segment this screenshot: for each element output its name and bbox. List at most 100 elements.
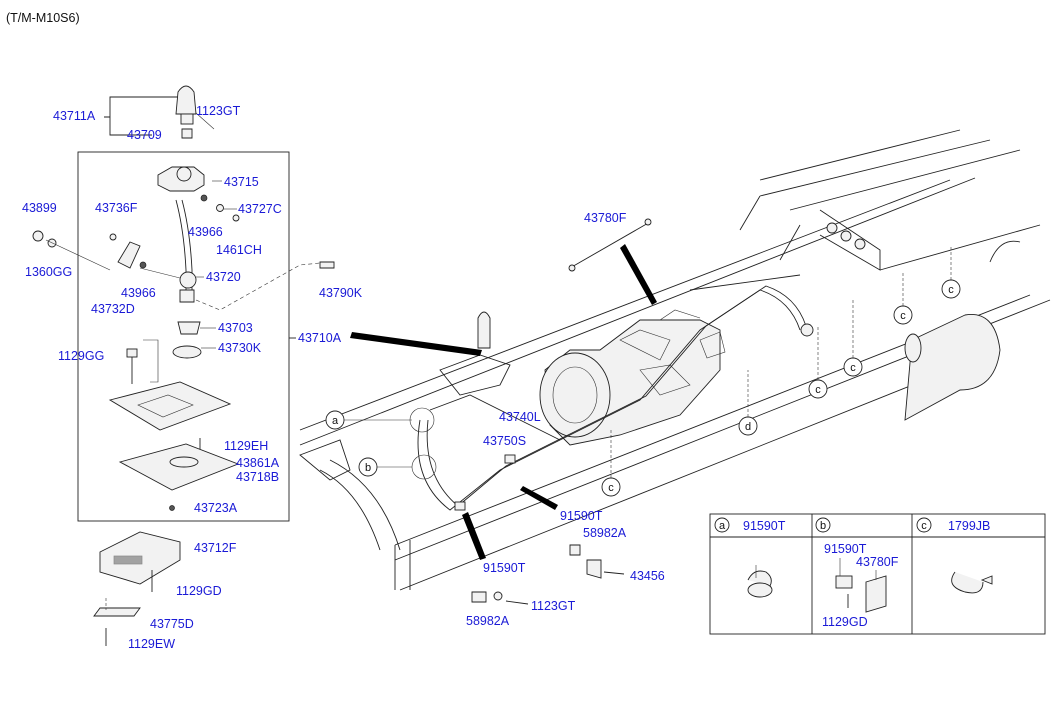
label-43718B: 43718B [236,470,279,484]
callout-c3 [843,357,863,377]
part-43709-shape [181,128,193,139]
pin-43736F [109,233,117,241]
rail-top-1 [299,179,951,431]
label-91590T-a: 91590T [560,509,603,523]
rail-bottom-3 [399,349,1001,591]
clip-91590T-a [569,544,581,556]
label-43711A: 43711A [53,109,96,123]
clip-91590T-b [493,591,503,601]
cable-dash-43790K [195,261,331,311]
label-58982A-b: 58982A [466,614,510,628]
label-43740L: 43740L [499,410,541,424]
callout-c4-text: c [900,310,906,322]
label-43715: 43715 [224,175,259,189]
label-43775D: 43775D [150,617,194,631]
callout-c1 [601,477,621,497]
front-crossmember [319,469,381,551]
leadbar-43780F [620,244,657,305]
label-43899: 43899 [22,201,57,215]
ring-1461CH [232,214,240,222]
callout-c5 [941,279,961,299]
rail-top-2 [299,177,976,446]
label-43966-b: 43966 [121,286,156,300]
legend-b-part-3: 1129GD [822,615,868,629]
label-43456: 43456 [630,569,665,583]
legend-c-clamp-tab [980,575,993,585]
label-43736F: 43736F [95,201,138,215]
clip-43790K [319,261,335,269]
bolt-43456 [603,571,625,575]
label-43790K: 43790K [319,286,363,300]
bracket-43775D [93,607,141,617]
label-43732D: 43732D [91,302,135,316]
diagram-title: (T/M-M10S6) [6,11,80,25]
legend-a-bubble [714,517,730,533]
legend-c-part: 1799JB [948,519,990,533]
callout-b-text: b [365,462,371,474]
cable-43740L [417,289,801,511]
transmission-details [619,309,701,396]
front-bracket [299,439,351,481]
legend-b-clip [835,575,853,589]
chassis-frame [299,129,1051,591]
label-43703: 43703 [218,321,253,335]
label-1123GT-b: 1123GT [531,599,576,613]
plate-hole-43718B [169,456,199,468]
transmission [539,309,726,446]
cable-upper [689,274,801,291]
bracket-1129GG [143,339,159,383]
callout-a [325,410,345,430]
label-1123GT-top: 1123GT [196,104,241,118]
shift-knob [175,85,197,115]
muffler [904,314,1001,421]
ring-43730K [172,345,202,359]
knob-insert [180,113,194,125]
shift-rod [175,199,187,290]
rail-far-2 [759,139,991,197]
clip-cable-1 [454,501,466,511]
legend-c-bubble [916,517,932,533]
callout-d [738,416,758,436]
legend-border [709,513,1046,635]
bracket-58982A-b [471,591,487,603]
detail-circle-b [411,454,437,480]
legend-a-key: a [719,520,726,532]
label-91590T-b: 91590T [483,561,526,575]
label-43780F: 43780F [584,211,627,225]
label-43730K: 43730K [218,341,262,355]
label-43709: 43709 [127,128,162,142]
label-43712F: 43712F [194,541,237,555]
callout-c5-text: c [948,284,954,296]
bellhousing-inner [552,366,598,424]
legend-b-bubble [815,517,831,533]
tunnel-plate [439,354,511,396]
label-1360GG: 1360GG [25,265,72,279]
legend-a-part: 91590T [743,519,786,533]
front-crossmember-edge [329,459,401,551]
legend-a-clip [747,570,772,587]
bolt-43723A [169,505,175,511]
label-1129GD: 1129GD [176,584,222,598]
bolt-head-1129GG [126,348,138,358]
bolt-43966-a [200,194,208,202]
label-1461CH: 1461CH [216,243,262,257]
label-43723A: 43723A [194,501,238,515]
bracket-43732D [117,241,141,269]
frame-front-end [394,540,411,590]
plate-upper [108,381,232,431]
callout-c1-text: c [608,482,614,494]
callout-c2 [808,379,828,399]
callout-c4 [893,305,913,325]
shift-lever-installed [477,311,491,349]
detail-circle-a [409,407,435,433]
label-43720: 43720 [206,270,241,284]
rail-far-3 [789,149,1021,211]
leadbar-91590T-a [520,486,558,510]
clip-cable-2 [504,454,516,464]
callout-b [358,457,378,477]
legend-a-clip-ring [747,582,773,598]
bracket-58982A-a [586,559,602,579]
legend-b-bracket [865,575,887,613]
callout-d-text: d [745,421,751,433]
